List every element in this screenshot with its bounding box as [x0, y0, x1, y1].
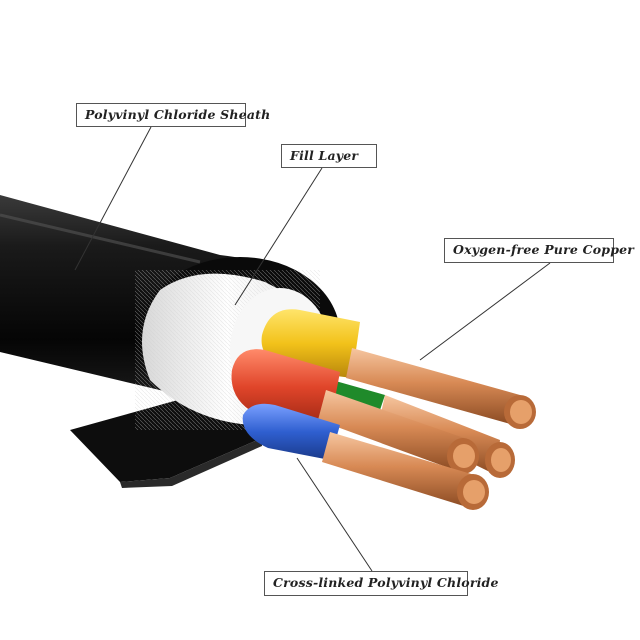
yellow-copper-core — [346, 348, 520, 425]
blue-copper-core — [322, 432, 478, 508]
red-copper-core — [318, 390, 470, 472]
green-insulation — [330, 380, 385, 410]
leader-line-sheath — [74, 126, 152, 271]
callout-copper: Oxygen-free Pure Copper — [444, 238, 634, 263]
callout-fill-layer: Fill Layer — [281, 144, 377, 168]
callout-sheath: Polyvinyl Chloride Sheath — [76, 103, 270, 127]
leader-line-xlpe — [296, 457, 373, 572]
leader-line-copper — [419, 262, 551, 361]
callout-xlpe: Cross-linked Polyvinyl Chloride — [264, 571, 498, 596]
leader-line-fill — [234, 167, 323, 306]
blue-insulation — [242, 403, 340, 460]
